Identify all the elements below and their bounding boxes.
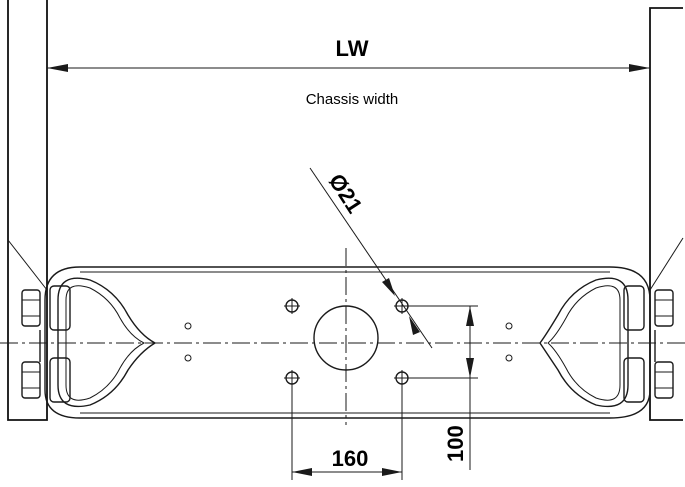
auxiliary-holes [184, 322, 513, 362]
vertical-spacing-dimension [410, 305, 478, 470]
lw-label: LW [336, 36, 369, 61]
left-upper-bolt [21, 285, 71, 331]
right-chassis-rail [623, 7, 684, 421]
chassis-width-label: Chassis width [306, 91, 399, 108]
right-upper-bolt [623, 285, 674, 331]
diameter-label: Ø21 [324, 169, 368, 217]
right-end-bracket [539, 277, 629, 408]
left-chassis-rail [7, 0, 71, 421]
horizontal-spacing-label: 160 [332, 446, 369, 471]
horizontal-spacing-dimension [291, 386, 403, 480]
left-lower-bolt [21, 357, 71, 403]
diameter-leader [309, 167, 433, 349]
vertical-spacing-label: 100 [443, 425, 468, 462]
central-hole [313, 305, 379, 371]
right-lower-bolt [623, 357, 674, 403]
mounting-holes [284, 298, 410, 386]
left-end-bracket [57, 277, 157, 408]
lw-dimension [47, 64, 650, 72]
